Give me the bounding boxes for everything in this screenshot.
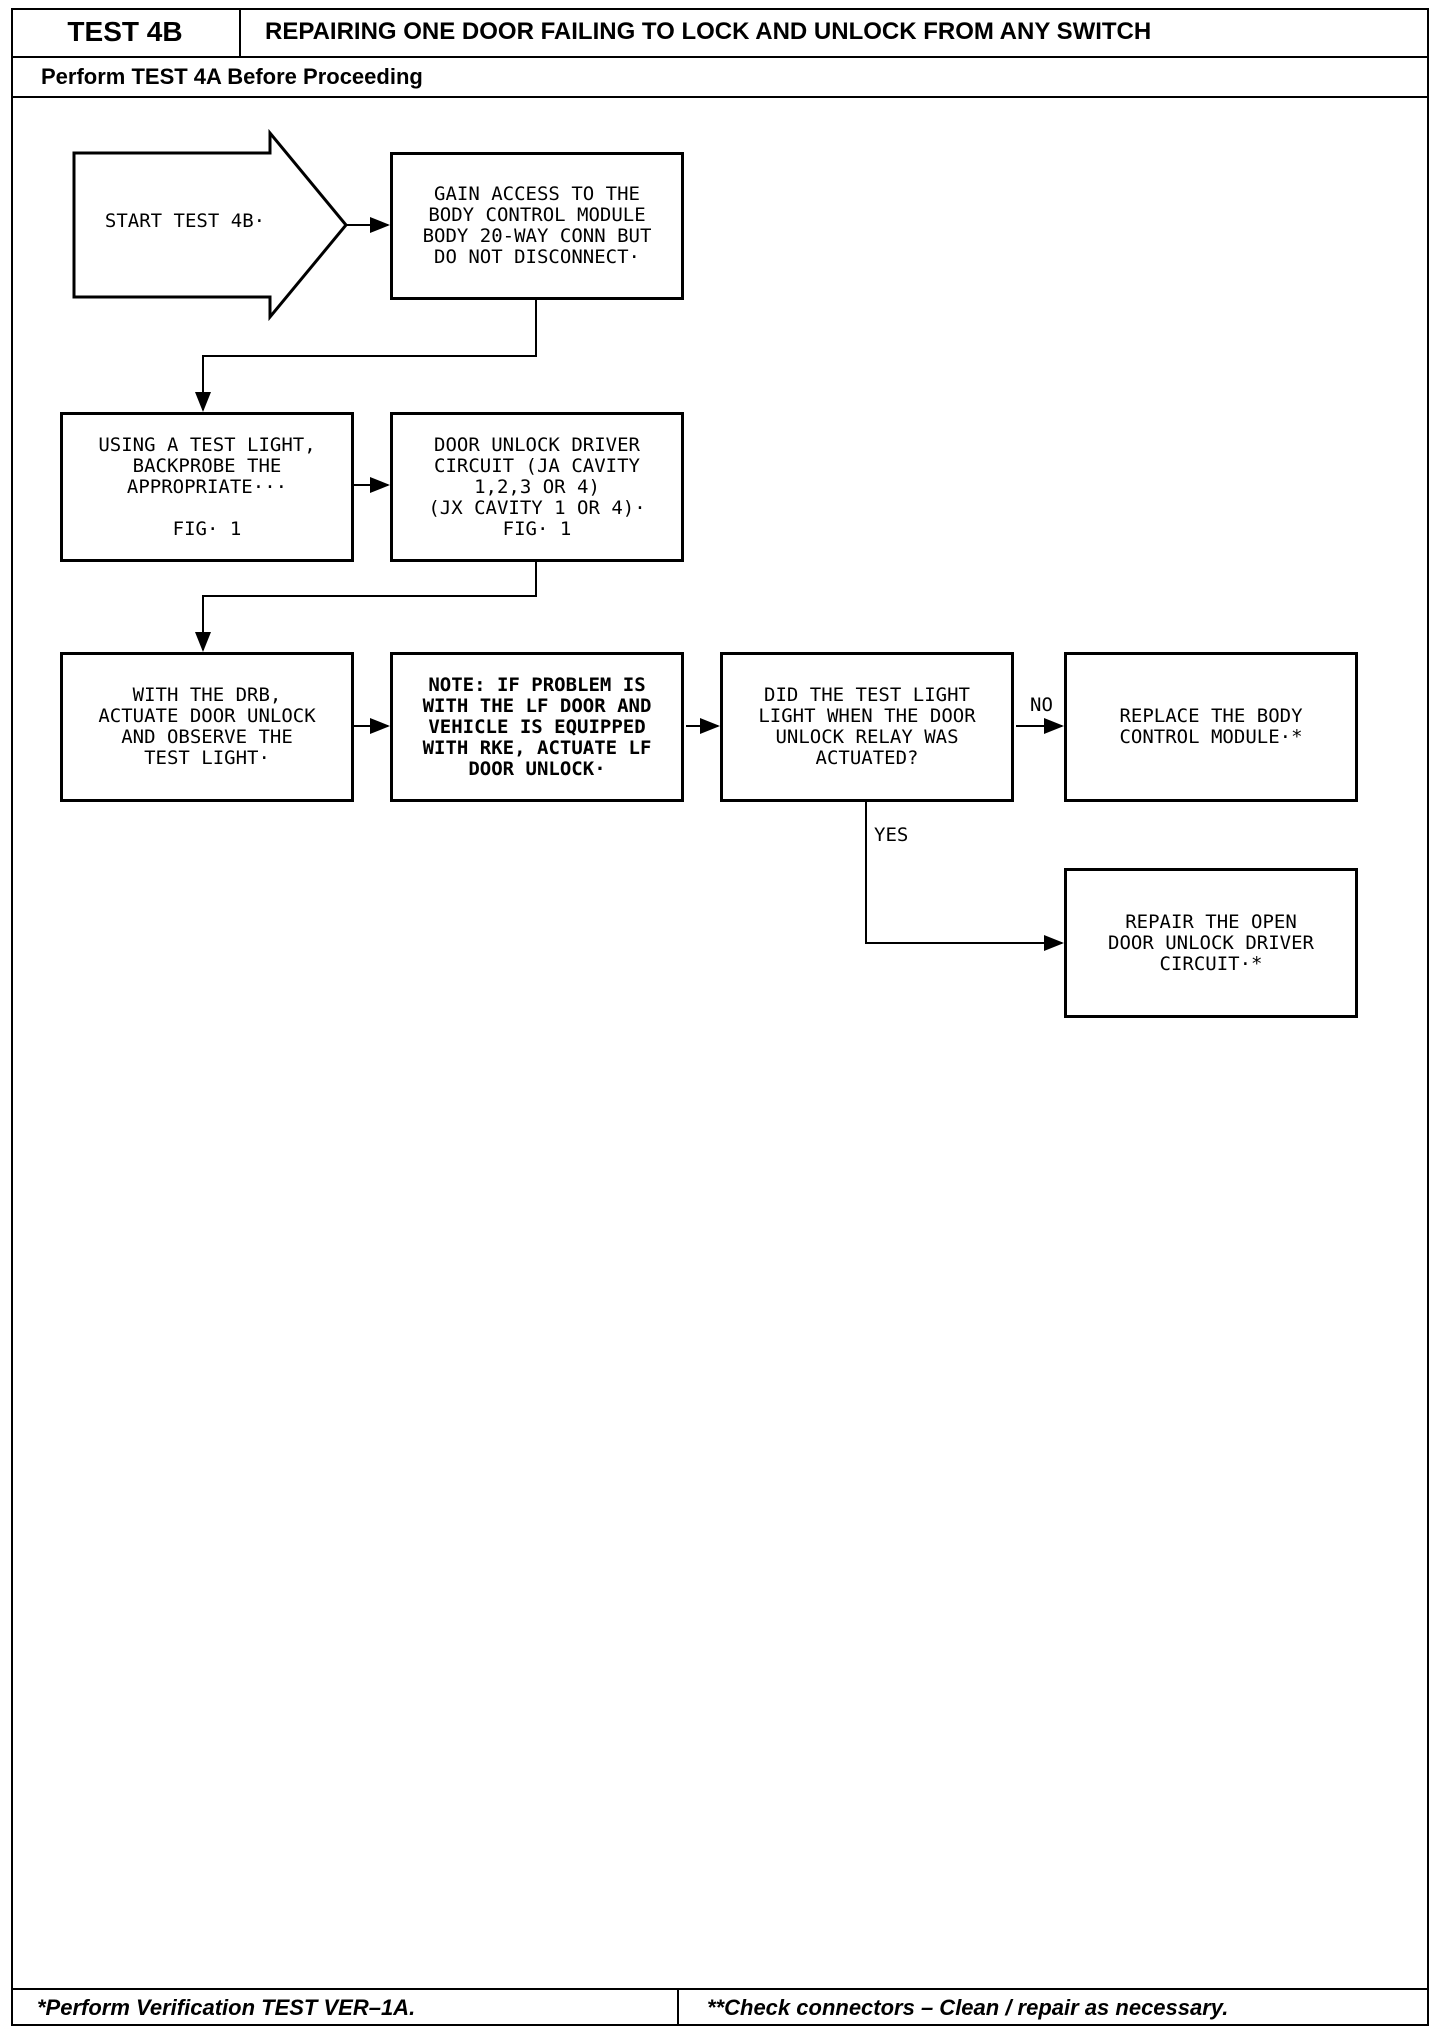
step-drb-actuate: WITH THE DRB, ACTUATE DOOR UNLOCK AND OB… bbox=[60, 652, 354, 802]
page-title: REPAIRING ONE DOOR FAILING TO LOCK AND U… bbox=[241, 8, 1429, 58]
start-arrow-shape bbox=[72, 128, 348, 322]
decision-test-light: DID THE TEST LIGHT LIGHT WHEN THE DOOR U… bbox=[720, 652, 1014, 802]
step-note: NOTE: IF PROBLEM IS WITH THE LF DOOR AND… bbox=[390, 652, 684, 802]
start-label: START TEST 4B· bbox=[104, 210, 266, 232]
footer-verification-note: *Perform Verification TEST VER–1A. bbox=[11, 1988, 679, 2026]
result-replace-module: REPLACE THE BODY CONTROL MODULE·* bbox=[1064, 652, 1358, 802]
step-test-light: USING A TEST LIGHT, BACKPROBE THE APPROP… bbox=[60, 412, 354, 562]
result-repair-circuit: REPAIR THE OPEN DOOR UNLOCK DRIVER CIRCU… bbox=[1064, 868, 1358, 1018]
branch-yes-label: YES bbox=[874, 824, 909, 846]
step-driver-circuit: DOOR UNLOCK DRIVER CIRCUIT (JA CAVITY 1,… bbox=[390, 412, 684, 562]
prerequisite-note: Perform TEST 4A Before Proceeding bbox=[11, 58, 1429, 98]
footer-connector-note: **Check connectors – Clean / repair as n… bbox=[679, 1988, 1429, 2026]
step-gain-access: GAIN ACCESS TO THE BODY CONTROL MODULE B… bbox=[390, 152, 684, 300]
branch-no-label: NO bbox=[1030, 694, 1053, 716]
page-frame bbox=[11, 8, 1429, 2026]
test-id: TEST 4B bbox=[11, 8, 241, 58]
